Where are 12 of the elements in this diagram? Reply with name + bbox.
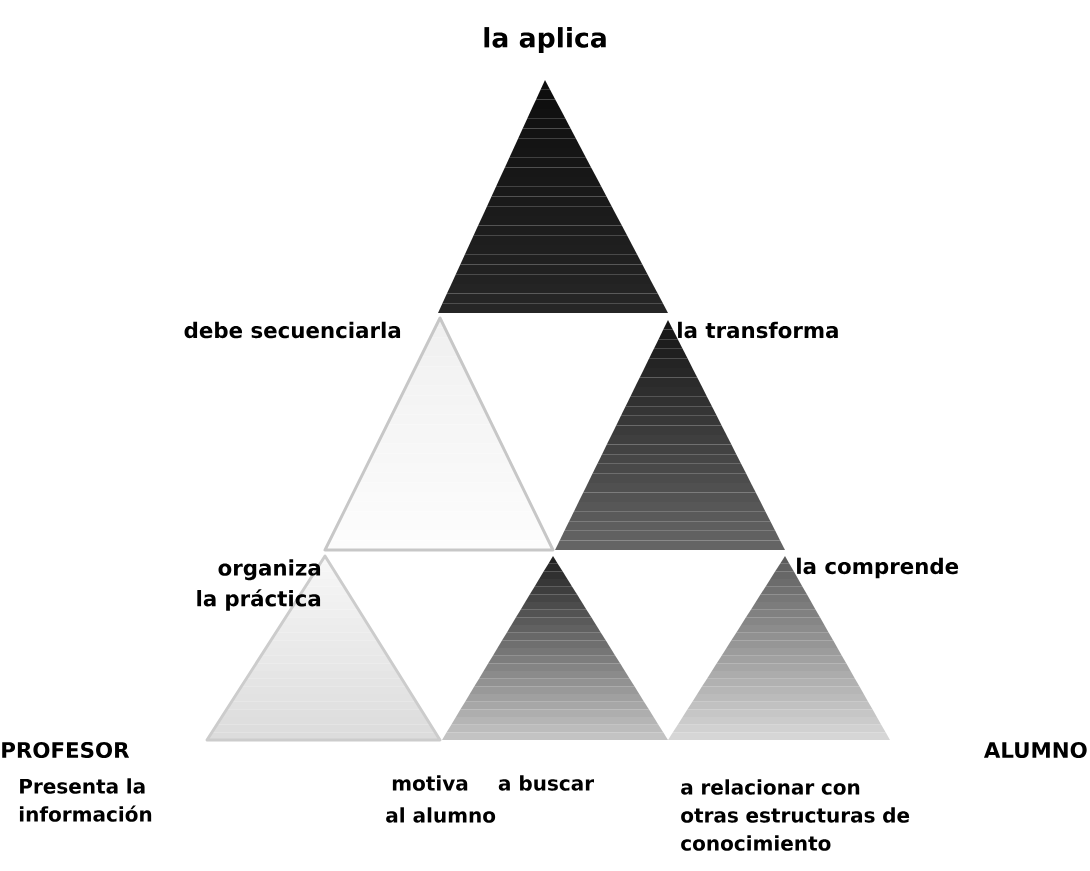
label: la comprende (797, 557, 959, 579)
label: la transforma (678, 321, 838, 339)
label: PROFESOR (2, 741, 130, 759)
label: ALUMNO (983, 741, 1087, 759)
label: debe secuenciarla (184, 321, 401, 339)
label: al alumno (386, 807, 496, 823)
label: a buscar (498, 775, 594, 791)
label: organiza la práctica (197, 559, 321, 611)
label: a relacionar con otras estructuras de conocimiento (681, 779, 910, 851)
label: la aplica (484, 27, 606, 53)
label: Presenta la información (19, 778, 152, 822)
label: motiva (392, 775, 468, 791)
